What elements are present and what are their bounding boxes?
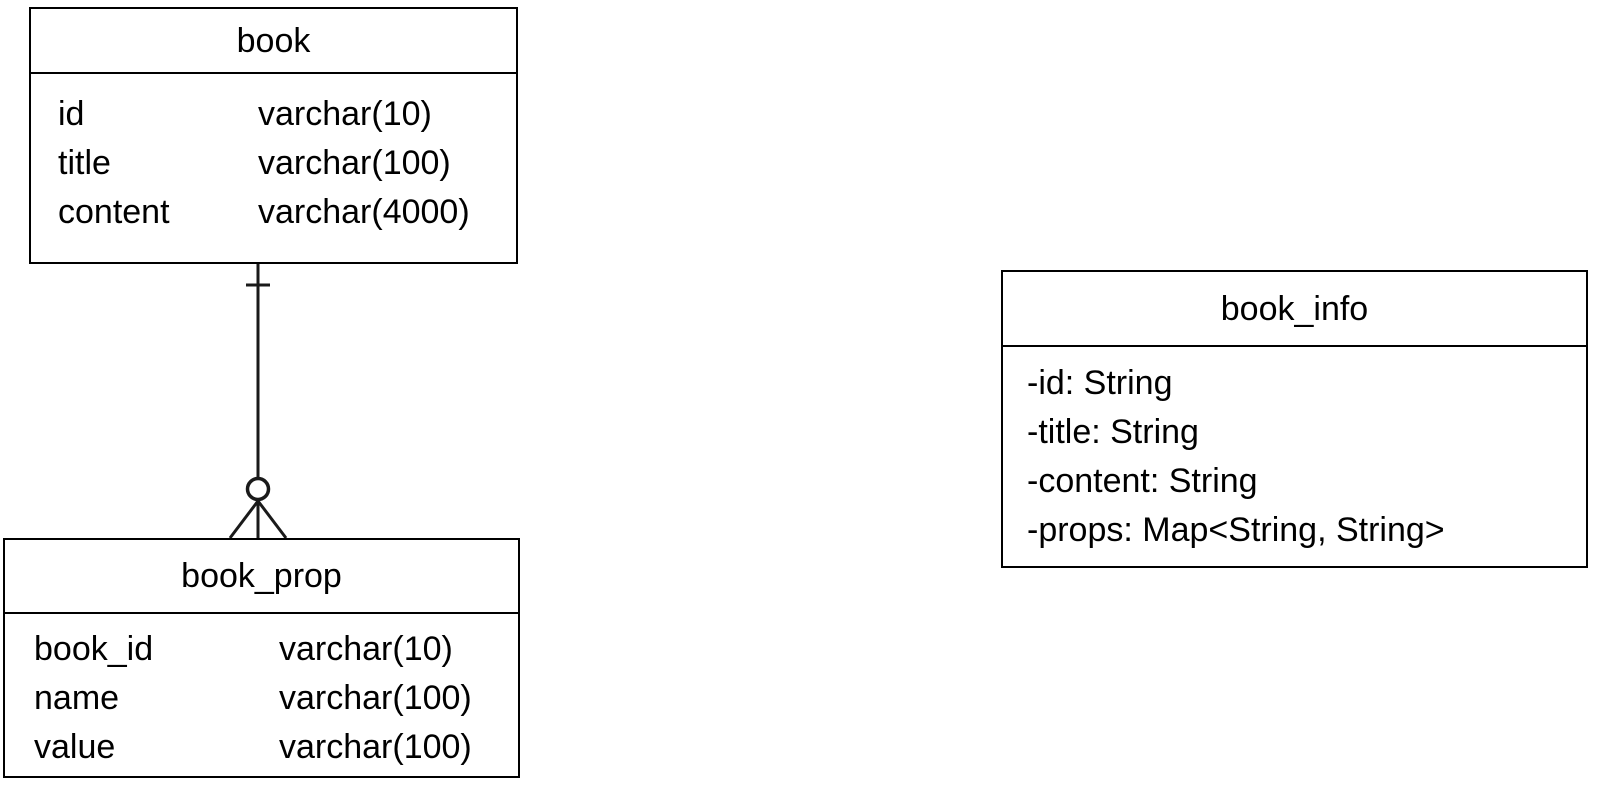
list-item: -content: String (1027, 462, 1258, 500)
class-book-info[interactable]: book_info -id: String -title: String -co… (1001, 270, 1588, 568)
table-row: book_id varchar(10) (34, 625, 518, 674)
table-row: content varchar(4000) (58, 188, 516, 237)
crows-foot-left (228, 500, 260, 539)
entity-book-prop[interactable]: book_prop book_id varchar(10) name varch… (3, 538, 520, 778)
cardinality-zero-circle (245, 476, 271, 502)
table-row: value varchar(100) (34, 723, 518, 772)
column-type: varchar(10) (258, 95, 432, 133)
column-type: varchar(10) (279, 630, 453, 668)
column-name: id (58, 95, 85, 133)
entity-book-prop-title: book_prop (5, 540, 518, 614)
entity-book-prop-columns: book_id varchar(10) name varchar(100) va… (5, 614, 518, 772)
table-row: title varchar(100) (58, 139, 516, 188)
column-name: book_id (34, 630, 154, 668)
class-book-info-attributes: -id: String -title: String -content: Str… (1003, 347, 1586, 555)
list-item: -props: Map<String, String> (1027, 511, 1445, 549)
list-item: -id: String (1027, 364, 1173, 402)
column-type: varchar(100) (258, 144, 451, 182)
column-name: content (58, 193, 170, 231)
entity-book[interactable]: book id varchar(10) title varchar(100) c… (29, 7, 518, 264)
entity-book-title: book (31, 9, 516, 74)
column-name: name (34, 679, 120, 717)
column-type: varchar(4000) (258, 193, 470, 231)
table-row: name varchar(100) (34, 674, 518, 723)
class-book-info-title: book_info (1003, 272, 1586, 347)
column-type: varchar(100) (279, 679, 472, 717)
column-name: value (34, 728, 116, 766)
table-row: id varchar(10) (58, 90, 516, 139)
column-type: varchar(100) (279, 728, 472, 766)
entity-book-columns: id varchar(10) title varchar(100) conten… (31, 74, 516, 237)
crows-foot-right (256, 500, 288, 539)
list-item: -title: String (1027, 413, 1199, 451)
column-name: title (58, 144, 111, 182)
